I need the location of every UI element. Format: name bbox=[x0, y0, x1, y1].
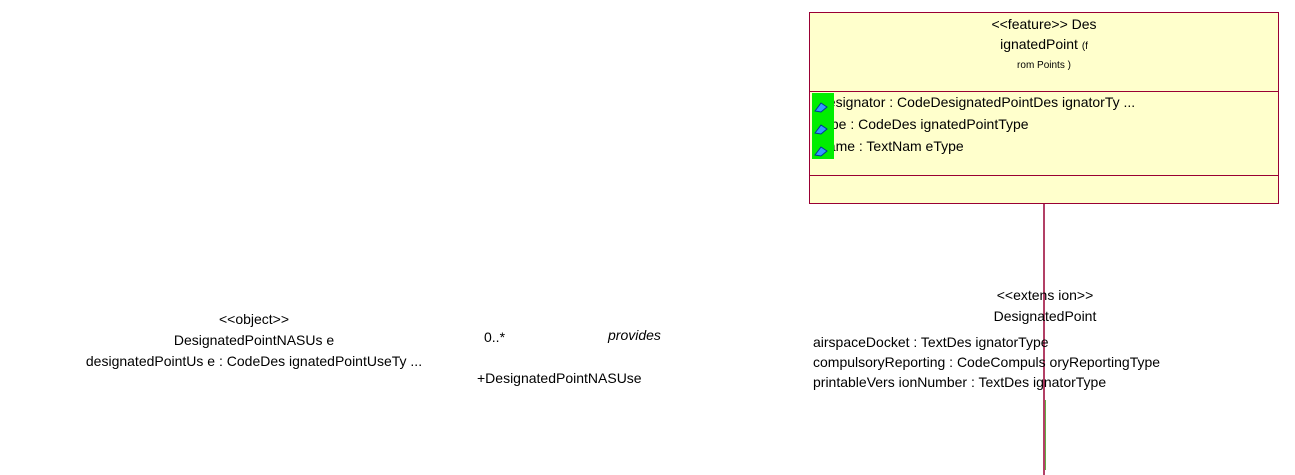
extension-name: DesignatedPoint bbox=[993, 308, 1097, 324]
feature-class-box[interactable]: <<feature>> Des ignatedPoint (f rom Poin… bbox=[809, 12, 1279, 204]
extension-attribute: printableVers ionNumber : TextDes ignato… bbox=[813, 374, 1107, 390]
feature-class-header: <<feature>> Des ignatedPoint (f rom Poin… bbox=[810, 13, 1278, 75]
extension-attributes: airspaceDocket : TextDes ignatorType com… bbox=[813, 332, 1160, 392]
object-attribute: designatedPointUs e : CodeDes ignatedPoi… bbox=[85, 353, 423, 369]
attribute-icon bbox=[812, 137, 834, 159]
association-role-name: provides bbox=[608, 327, 661, 343]
extension-attribute: compulsoryReporting : CodeCompuls oryRep… bbox=[813, 354, 1161, 370]
feature-name: ignatedPoint bbox=[1000, 36, 1078, 52]
attribute-icon bbox=[812, 93, 834, 115]
extension-class-header[interactable]: <<extens ion>> DesignatedPoint bbox=[940, 285, 1150, 327]
feature-from-part2: rom Points ) bbox=[1017, 60, 1071, 71]
operations-divider bbox=[810, 175, 1278, 176]
feature-stereotype: <<feature>> Des bbox=[991, 16, 1097, 32]
object-stereotype: <<object>> bbox=[218, 311, 290, 327]
extension-attribute: airspaceDocket : TextDes ignatorType bbox=[813, 334, 1049, 350]
header-divider bbox=[810, 91, 1278, 92]
extension-stereotype: <<extens ion>> bbox=[996, 287, 1094, 303]
feature-attribute-row[interactable]: designator : CodeDesignatedPointDes igna… bbox=[812, 93, 1136, 115]
feature-attribute-text: name : TextNam eType bbox=[820, 138, 964, 154]
association-multiplicity: 0..* bbox=[484, 329, 506, 345]
feature-attribute-row[interactable]: name : TextNam eType bbox=[812, 137, 964, 159]
feature-from-part1: (f bbox=[1081, 41, 1088, 52]
feature-attribute-text: type : CodeDes ignatedPointType bbox=[820, 116, 1029, 132]
feature-attribute-row[interactable]: type : CodeDes ignatedPointType bbox=[812, 115, 1029, 137]
attribute-icon bbox=[812, 115, 834, 137]
object-name: DesignatedPointNASUs e bbox=[173, 332, 335, 348]
feature-name-line: ignatedPoint (f bbox=[810, 34, 1278, 57]
feature-attribute-text: designator : CodeDesignatedPointDes igna… bbox=[820, 94, 1136, 110]
association-role: +DesignatedPointNASUse bbox=[477, 370, 642, 386]
object-class[interactable]: <<object>> DesignatedPointNASUs e design… bbox=[0, 309, 508, 372]
